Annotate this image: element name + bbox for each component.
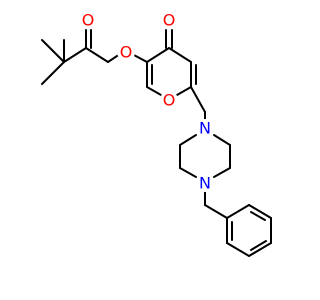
bond: [250, 240, 267, 251]
bond: [85, 47, 109, 63]
bond: [63, 47, 87, 63]
atom-o-ring: O: [160, 91, 178, 110]
atom-label: N: [199, 119, 211, 138]
bond: [179, 167, 197, 178]
atom-n-upper: N: [196, 119, 214, 138]
bond: [41, 39, 65, 63]
bond-layer: [41, 29, 272, 257]
structure-canvas: O O O O N N: [41, 11, 272, 257]
bond: [226, 204, 250, 219]
bond: [190, 86, 206, 113]
atom-n-lower: N: [196, 174, 214, 193]
atom-layer: O O O O N N: [79, 11, 214, 193]
bond: [250, 211, 266, 221]
molecule-diagram: O O O O N N: [41, 11, 272, 257]
atom-label: O: [82, 11, 95, 30]
atom-label: N: [199, 174, 211, 193]
bond: [248, 242, 272, 257]
atom-o-ether: O: [117, 43, 135, 62]
bond: [41, 61, 65, 85]
atom-label: O: [163, 11, 176, 30]
bond: [168, 47, 192, 63]
atom-label: O: [163, 91, 176, 110]
bond: [176, 86, 192, 96]
bond: [179, 134, 197, 146]
bond: [213, 134, 231, 146]
bond: [248, 204, 272, 219]
atom-label: O: [120, 43, 133, 62]
bond: [131, 53, 148, 63]
atom-o-pyranone-carbonyl: O: [160, 11, 178, 30]
bond: [213, 167, 231, 178]
bond: [146, 47, 170, 63]
bond: [146, 86, 162, 96]
bond: [226, 242, 250, 257]
atom-o-ketone: O: [79, 11, 97, 30]
bond: [204, 204, 228, 219]
